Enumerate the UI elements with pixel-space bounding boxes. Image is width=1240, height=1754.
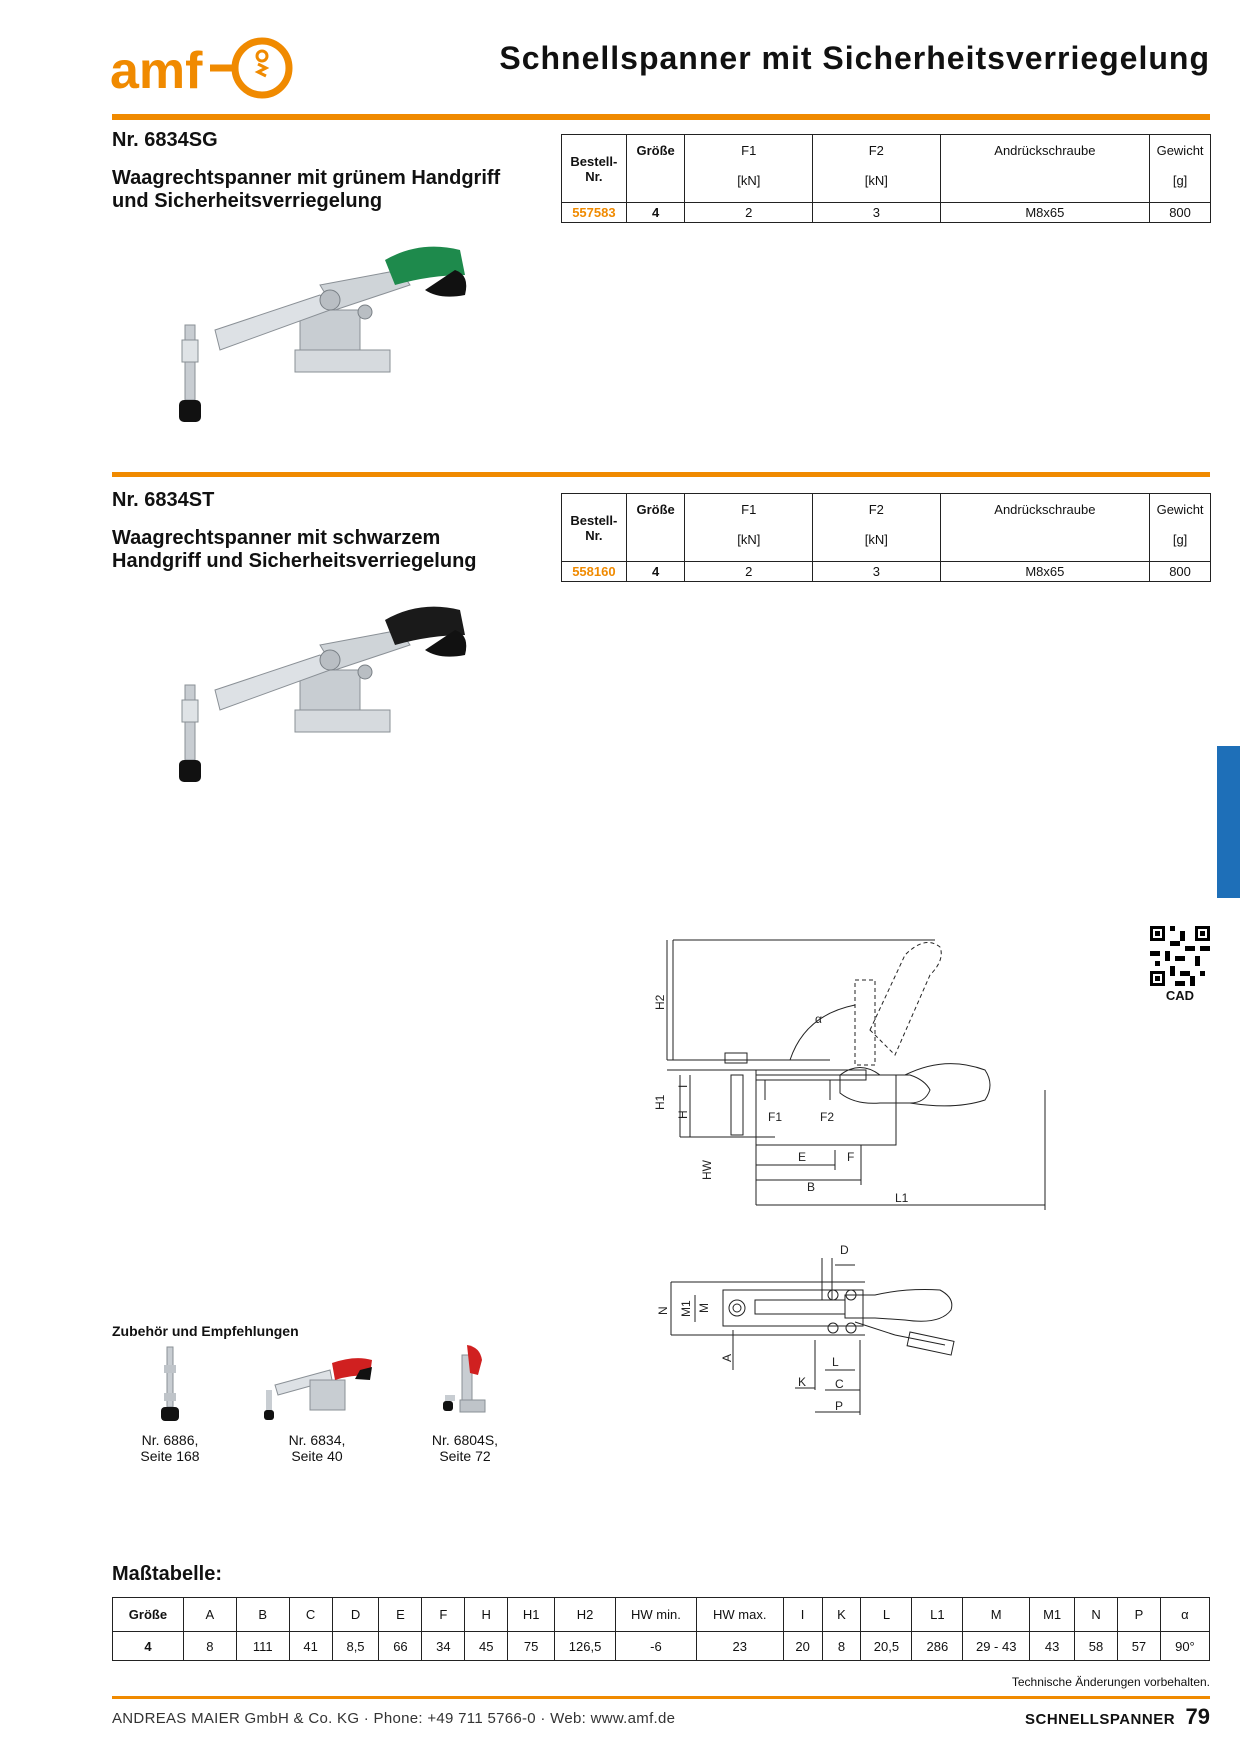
th-f2: F2[kN] [812, 134, 941, 203]
product1-nr: Nr. 6834SG [112, 129, 218, 151]
th-gewicht: Gewicht[g] [1149, 134, 1211, 203]
dim-hw: HW [700, 1159, 714, 1180]
dim-m: M [697, 1303, 711, 1313]
spec-table-2: Bestell-Nr. Größe F1[kN] F2[kN] Andrücks… [561, 493, 1211, 582]
product1-subtitle-2: und Sicherheitsverriegelung [112, 190, 383, 212]
section-rule-1 [112, 472, 1210, 477]
header-rule [112, 114, 1210, 120]
product1-image [170, 240, 500, 435]
dim-alpha: α [815, 1012, 822, 1026]
dim-l: L [832, 1355, 839, 1369]
footer-rule [112, 1696, 1210, 1699]
dim-f2: F2 [820, 1110, 834, 1124]
dim-n: N [656, 1306, 670, 1315]
page-number: 79 [1185, 1704, 1210, 1729]
dim-c: C [835, 1377, 844, 1391]
accessory-label-1[interactable]: Nr. 6886,Seite 168 [140, 1432, 200, 1464]
logo-text: amf [110, 42, 203, 100]
dimension-table-header: Größe A B C D E F H H1 H2 HW min. HW max… [112, 1597, 1211, 1632]
dim-a: A [720, 1354, 734, 1362]
dim-e: E [798, 1150, 806, 1164]
product2-image [170, 600, 500, 795]
order-number-link[interactable]: 557583 [561, 202, 627, 223]
dim-m1: M1 [679, 1300, 693, 1317]
dimension-table-heading: Maßtabelle: [112, 1563, 223, 1585]
technical-drawing-side: H2 α H1 H I HW F1 F2 E F B L1 [653, 935, 1055, 1220]
footer-company: ANDREAS MAIER GmbH & Co. KG · Phone: +49… [112, 1710, 676, 1727]
th-schraube: Andrückschraube [939, 134, 1151, 203]
dim-f: F [847, 1150, 854, 1164]
accessory-label-2[interactable]: Nr. 6834,Seite 40 [288, 1432, 346, 1464]
dim-i: I [676, 1085, 690, 1088]
footer-note: Technische Änderungen vorbehalten. [1011, 1675, 1210, 1689]
accessory-image-1[interactable] [150, 1345, 190, 1425]
product2-subtitle-1: Waagrechtspanner mit schwarzem [112, 527, 441, 549]
dim-h2: H2 [655, 994, 667, 1010]
dim-d: D [840, 1243, 849, 1257]
dim-k: K [798, 1375, 806, 1389]
th-bestell: Bestell-Nr. [561, 134, 627, 203]
dim-h: H [676, 1110, 690, 1119]
dimension-table-row: 4 8 111 41 8,5 66 34 45 75 126,5 -6 23 2… [112, 1631, 1211, 1661]
qr-code-icon[interactable] [1150, 926, 1210, 986]
product1-subtitle-1: Waagrechtspanner mit grünem Handgriff [112, 167, 501, 189]
product2-subtitle-2: Handgriff und Sicherheitsverriegelung [112, 550, 477, 572]
dim-h1: H1 [655, 1094, 667, 1110]
dim-l1: L1 [895, 1191, 909, 1205]
page-title: Schnellspanner mit Sicherheitsverriegelu… [499, 40, 1210, 76]
accessory-image-2[interactable] [260, 1355, 375, 1425]
cad-label: CAD [1165, 988, 1195, 1003]
accessory-image-3[interactable] [440, 1345, 490, 1425]
th-groesse: Größe [625, 134, 686, 203]
dim-p: P [835, 1399, 843, 1413]
dimension-table: Größe A B C D E F H H1 H2 HW min. HW max… [112, 1597, 1211, 1661]
footer-section: SCHNELLSPANNER 79 [1025, 1704, 1210, 1730]
th-f1: F1[kN] [684, 134, 814, 203]
accessories-heading: Zubehör und Empfehlungen [112, 1323, 299, 1339]
amf-logo: amf [110, 36, 305, 102]
product2-nr: Nr. 6834ST [112, 489, 215, 511]
section-side-tab[interactable] [1217, 746, 1240, 898]
spec-table-1: Bestell-Nr. Größe F1[kN] F2[kN] Andrücks… [561, 134, 1211, 223]
order-number-link[interactable]: 558160 [561, 561, 627, 582]
technical-drawing-top: D N M1 M A L C K P [655, 1240, 1055, 1420]
footer-section-name: SCHNELLSPANNER [1024, 1711, 1176, 1728]
dim-b: B [807, 1180, 815, 1194]
dim-f1: F1 [768, 1110, 782, 1124]
accessory-label-3[interactable]: Nr. 6804S,Seite 72 [431, 1432, 499, 1464]
